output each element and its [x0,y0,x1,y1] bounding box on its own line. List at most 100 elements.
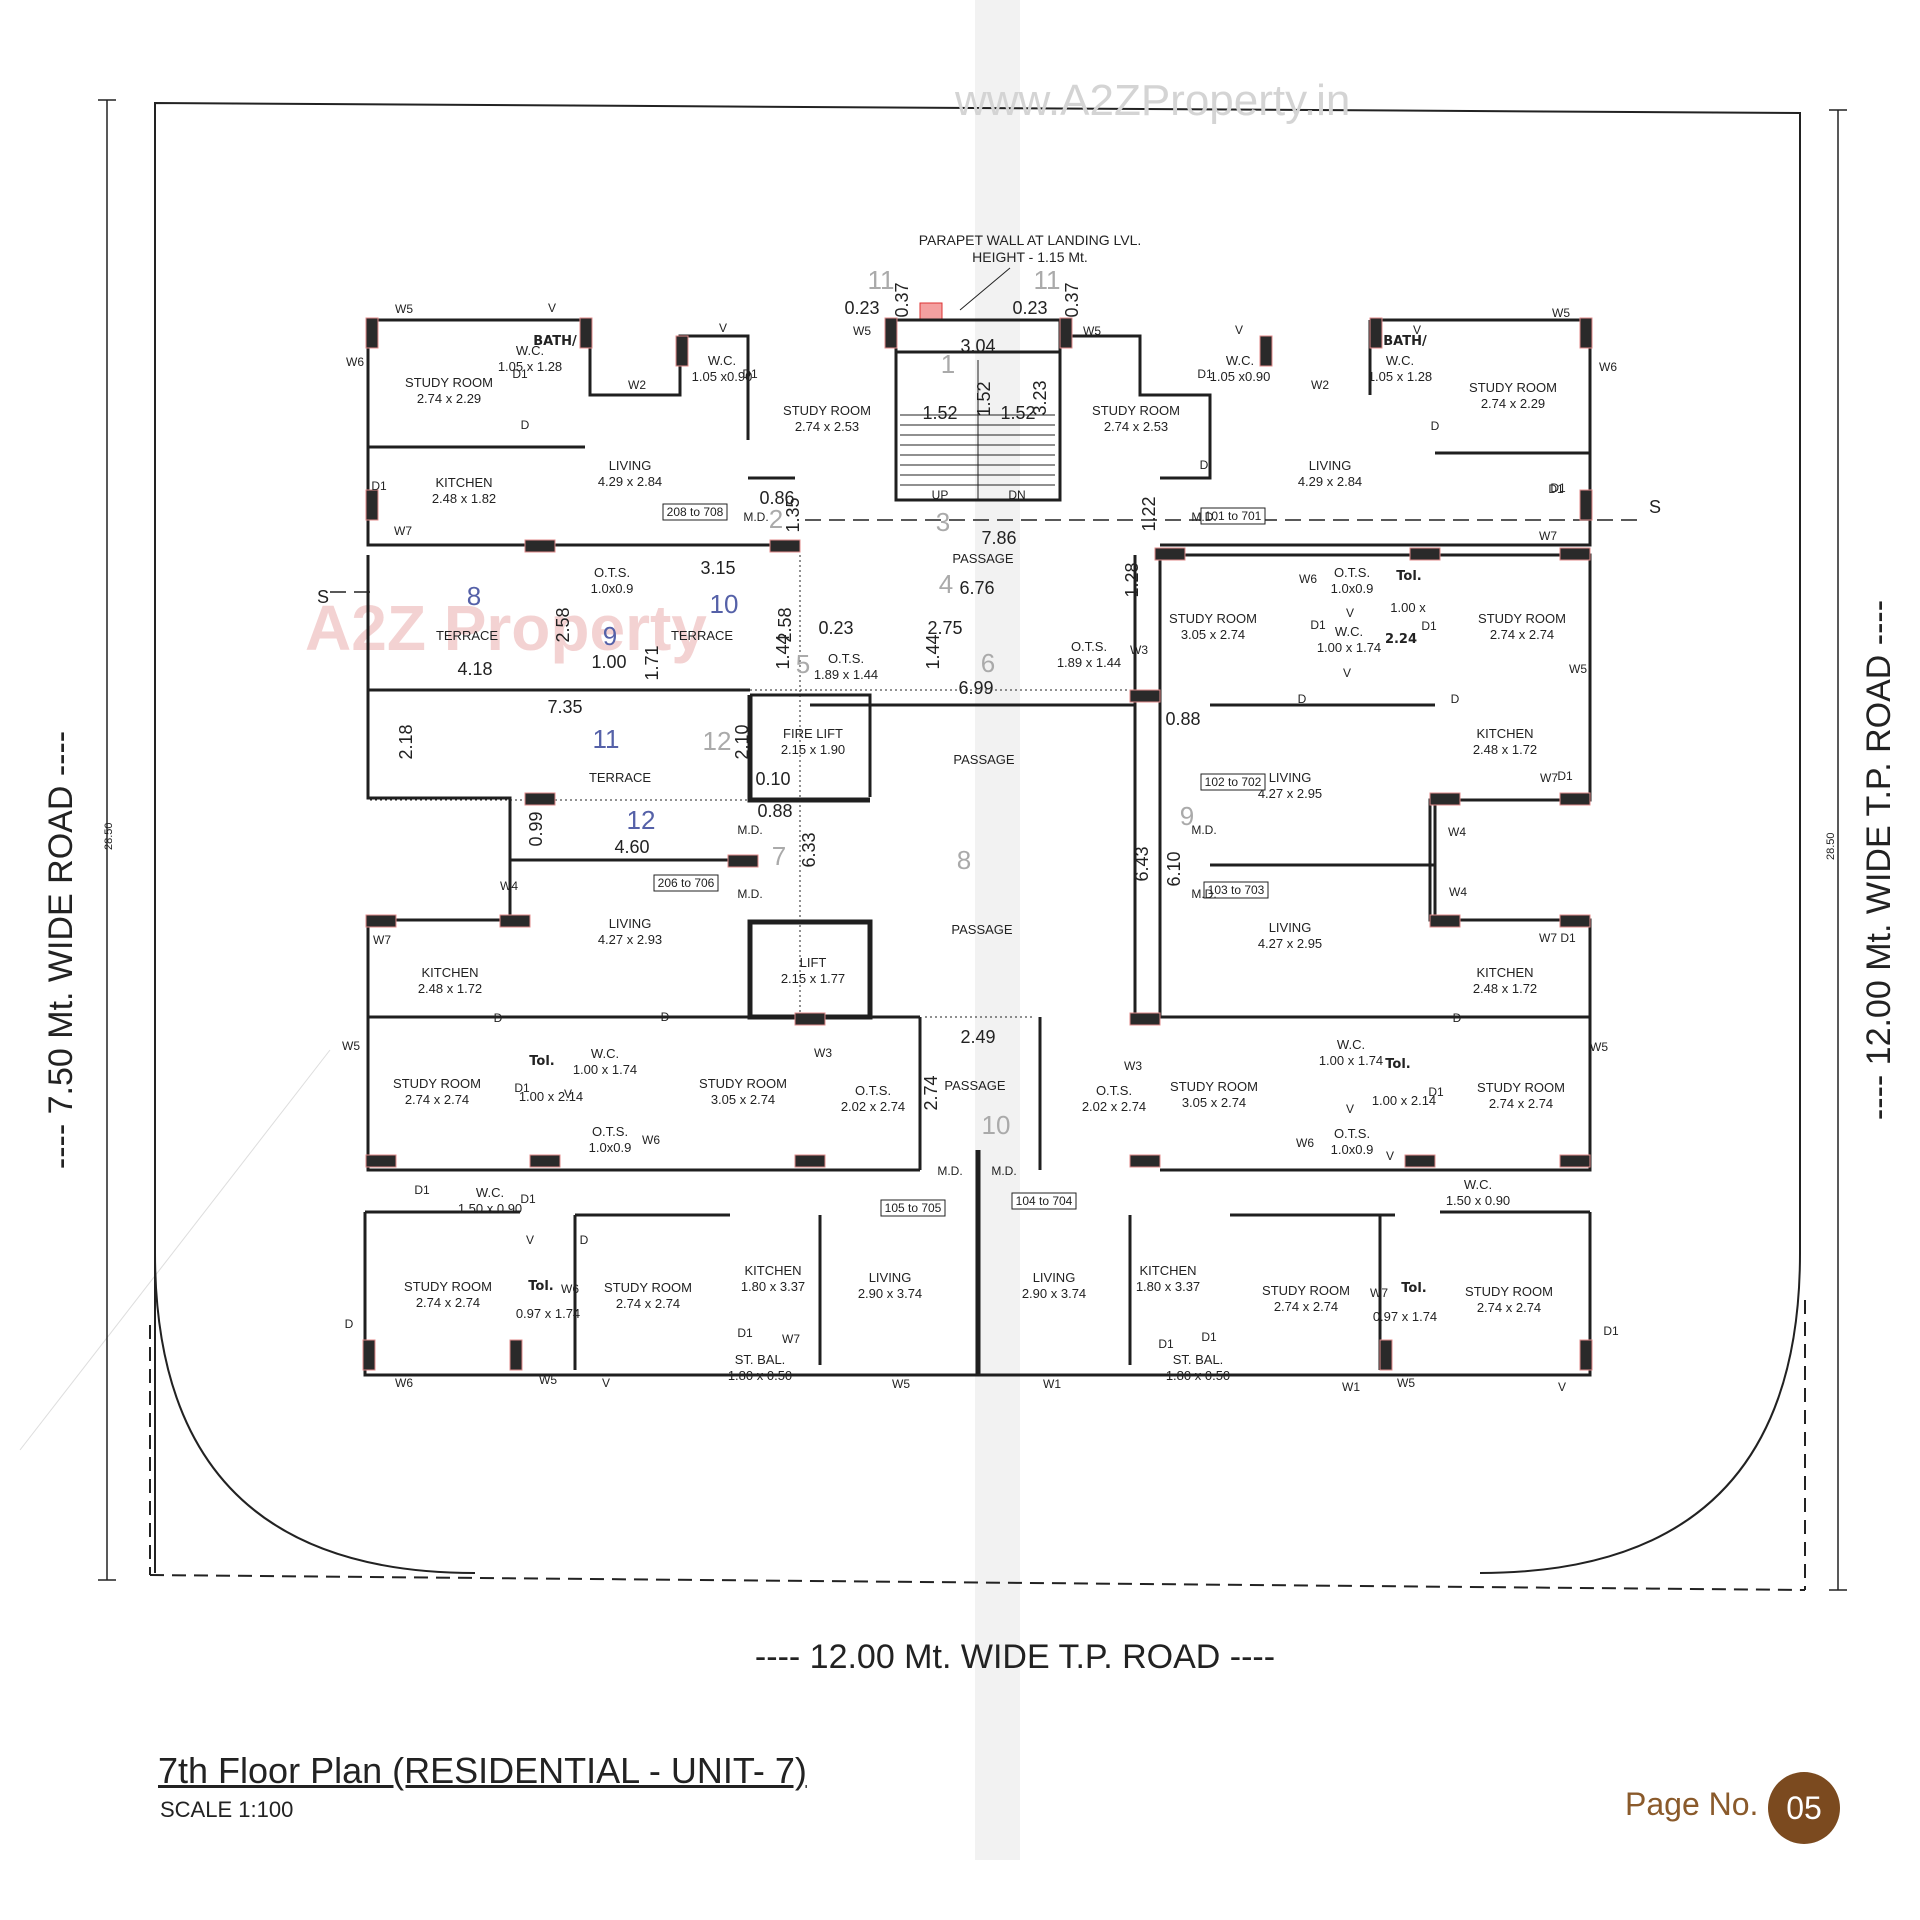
opening-tag: D1 [1560,931,1576,945]
flat-tag-box [1200,507,1266,525]
flat-tag: 103 to 703 [1208,883,1265,897]
handwritten-note: BATH/ [533,334,577,349]
opening-tag: V [602,1376,610,1390]
room-name: O.T.S. [1096,1083,1132,1098]
room-size: 1.00 x 1.74 [1319,1053,1383,1068]
room-name: STUDY ROOM [404,1279,492,1294]
room-size: 1.89 x 1.44 [1057,655,1121,670]
annotation: M.D. [1191,510,1216,524]
opening-tag: W6 [561,1282,579,1296]
section-number: 11 [593,724,620,754]
opening-tag: W4 [1449,885,1467,899]
room-name: STUDY ROOM [1465,1284,1553,1299]
opening-tag: D [1453,1011,1462,1025]
room-name: LIVING [869,1270,912,1285]
opening-tag: W3 [1130,643,1148,657]
paper-crease [975,0,1020,1860]
handwritten-note: Tol. [529,1054,554,1069]
room-name: PASSAGE [952,551,1014,566]
toilet-size: 1.00 x 2.14 [1372,1093,1436,1108]
opening-tag: V [1235,323,1243,337]
room-size: 1.50 x 0.90 [458,1201,522,1216]
flat-tag: 104 to 704 [1016,1194,1073,1208]
opening-tag: D1 [1158,1337,1174,1351]
opening-tag: W2 [628,378,646,392]
opening-tag: D [580,1233,589,1247]
room-name: KITCHEN [1476,726,1533,741]
annotation: M.D. [737,887,762,901]
room-name: W.C. [1464,1177,1492,1192]
dimension-value: 6.33 [799,832,819,867]
flat-tag-box [1200,773,1266,791]
watermark-url: www.A2ZProperty.in [954,76,1350,125]
flat-tag-box [662,503,728,521]
opening-tag: V [1346,1102,1354,1116]
dimension-value: 1.35 [783,497,803,532]
section-number: 8 [957,845,971,875]
paper-fold [19,1049,331,1451]
opening-tag: W7 [1539,529,1557,543]
opening-tag: D [345,1317,354,1331]
dimension-value: 3.15 [700,558,735,578]
opening-tag: W6 [1299,572,1317,586]
room-name: STUDY ROOM [783,403,871,418]
section-number: 11 [868,265,895,295]
room-name: TERRACE [589,770,651,785]
opening-tag: W5 [1590,1040,1608,1054]
opening-tag: W7 [394,524,412,538]
right-dim-label: 28.50 [1825,832,1837,860]
flat-tag: 206 to 706 [658,876,715,890]
opening-tag: W5 [853,324,871,338]
dimension-value: 3.23 [1030,380,1050,415]
opening-tag: W7 [782,1332,800,1346]
room-size: 1.80 x 0.50 [728,1368,792,1383]
room-size: 2.74 x 2.74 [1489,1096,1553,1111]
parapet-leader [959,267,1011,311]
dimension-value: 7.35 [547,697,582,717]
handwritten-note: BATH/ [1383,334,1427,349]
dimension-value: 1.44 [773,634,793,669]
opening-tag: W7 [1540,771,1558,785]
right-road-label: ---- 12.00 Mt. WIDE T.P. ROAD ---- [1860,600,1898,1120]
room-size: 4.27 x 2.95 [1258,786,1322,801]
section-number: 8 [467,581,481,611]
room-size: 3.05 x 2.74 [1181,627,1245,642]
toilet-size: 1.00 x [1390,600,1426,615]
opening-tag: D1 [737,1326,753,1340]
dimension-value: 2.58 [775,607,795,642]
opening-tag: D1 [1550,481,1566,495]
room-size: 1.0x0.9 [591,581,634,596]
opening-tag: W5 [342,1039,360,1053]
site-boundary-dashed [149,1300,1806,1591]
room-name: O.T.S. [1334,565,1370,580]
section-number: 5 [796,649,810,679]
annotation: M.D. [743,510,768,524]
opening-tag: W7 [373,933,391,947]
opening-tag: W5 [395,302,413,316]
room-size: 2.15 x 1.77 [781,971,845,986]
room-name: KITCHEN [1139,1263,1196,1278]
opening-tag: D1 [414,1183,430,1197]
room-size: 3.05 x 2.74 [711,1092,775,1107]
room-size: 1.80 x 3.37 [1136,1279,1200,1294]
opening-tag: D1 [520,1192,536,1206]
dimension-value: 6.76 [959,578,994,598]
room-size: 1.0x0.9 [1331,581,1374,596]
handwritten-note: 2.24 [1385,632,1417,647]
dimension-value: 2.75 [927,618,962,638]
room-name: PASSAGE [944,1078,1006,1093]
room-size: 2.74 x 2.74 [1477,1300,1541,1315]
room-size: 2.74 x 2.74 [1490,627,1554,642]
room-name: LIVING [1269,920,1312,935]
opening-tag: D [521,418,530,432]
opening-tag: W1 [1043,1377,1061,1391]
room-name: STUDY ROOM [1469,380,1557,395]
room-name: W.C. [1386,353,1414,368]
room-name: STUDY ROOM [1478,611,1566,626]
opening-tag: W6 [642,1133,660,1147]
room-name: O.T.S. [855,1083,891,1098]
